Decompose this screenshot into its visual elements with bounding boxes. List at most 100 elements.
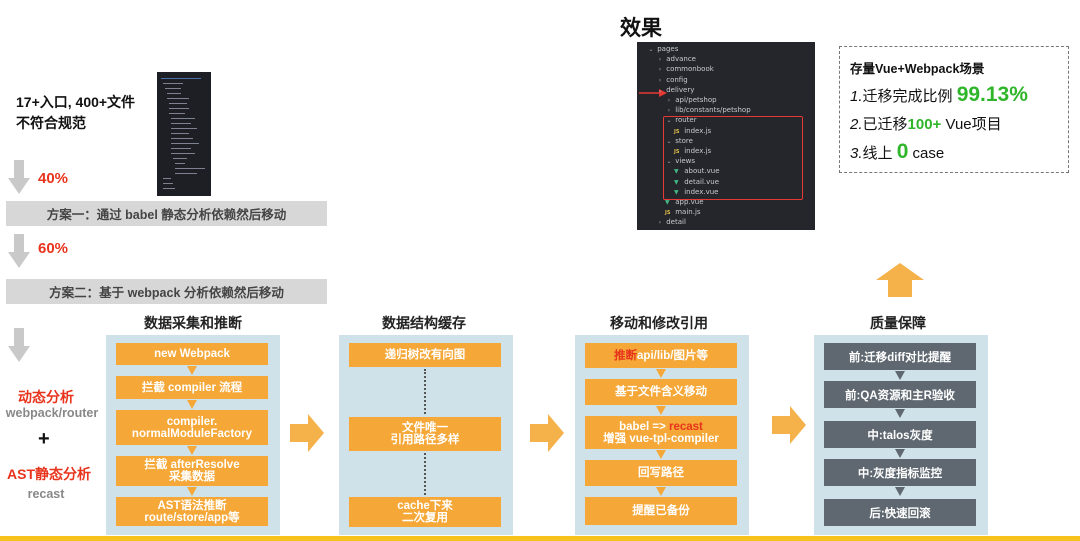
file-tree-label: commonbook: [664, 65, 714, 74]
plus-sign: +: [38, 428, 50, 450]
file-tree-label: about.vue: [682, 167, 720, 176]
file-tree-row[interactable]: ⌄ delivery: [656, 86, 694, 95]
down-arrow-icon: [656, 450, 666, 459]
file-tree-label: index.js: [682, 147, 712, 155]
step-move-by-meaning: 基于文件含义移动: [585, 379, 737, 405]
vue-file-icon: ▼: [665, 199, 670, 206]
dynamic-analysis-sub: webpack/router: [5, 406, 99, 420]
step-qa-acceptance: 前:QA资源和主R验收: [824, 381, 976, 408]
chevron-down-icon: ⌄: [666, 117, 672, 125]
down-arrow-icon: [8, 328, 30, 362]
stat-line-1: 17+入口, 400+文件: [16, 94, 136, 110]
problem-statement: 17+入口, 400+文件 不符合规范: [16, 92, 135, 134]
file-tree-row[interactable]: › detail: [656, 218, 686, 227]
chevron-right-icon: ›: [658, 66, 662, 74]
file-tree-row[interactable]: › lib/constants/petshop: [665, 106, 751, 115]
file-tree-row[interactable]: › commonbook: [656, 65, 714, 74]
file-tree-panel: ⌄ pages› advance› commonbook› config⌄ de…: [637, 42, 815, 230]
file-tree-label: views: [673, 157, 695, 166]
vue-file-icon: ▼: [674, 178, 679, 186]
plan-two-bar: 方案二：基于 webpack 分析依赖然后移动: [6, 279, 327, 304]
bottom-accent-bar: [0, 536, 1080, 541]
file-tree-row[interactable]: ⌄ pages: [647, 45, 678, 54]
plan-one-bar: 方案一：通过 babel 静态分析依赖然后移动: [6, 201, 327, 226]
chevron-right-icon: ›: [658, 56, 662, 64]
step-cache-reuse: cache下来二次复用: [349, 497, 501, 527]
down-arrow-icon: [187, 487, 197, 496]
effect-title: 效果: [620, 17, 662, 40]
file-tree-label: index.vue: [682, 187, 719, 196]
file-tree-row[interactable]: › api/petshop: [665, 96, 717, 105]
step-unique-file: 文件唯一引用路径多样: [349, 417, 501, 451]
file-tree-label: delivery: [664, 85, 695, 94]
file-tree-row[interactable]: JS main.js: [665, 208, 701, 218]
step-rollback: 后:快速回滚: [824, 499, 976, 526]
chevron-right-icon: ›: [658, 76, 662, 84]
file-tree-label: index.js: [682, 126, 712, 135]
chevron-right-icon: ›: [658, 219, 662, 227]
file-tree-row[interactable]: JS index.js: [674, 147, 711, 157]
file-tree-label: router: [673, 116, 697, 125]
down-arrow-icon: [656, 406, 666, 415]
file-tree-row[interactable]: › advance: [656, 55, 696, 64]
highlight-box: [663, 116, 803, 200]
down-arrow-icon: [895, 371, 905, 380]
down-arrow-icon: [187, 446, 197, 455]
file-tree-label: pages: [655, 45, 679, 53]
file-tree-label: store: [673, 136, 693, 145]
right-arrow-icon: [530, 414, 564, 452]
column-title-move-modify: 移动和修改引用: [610, 315, 708, 331]
file-tree-label: config: [664, 75, 688, 84]
panel-quality: 前:迁移diff对比提醒 前:QA资源和主R验收 中:talos灰度 中:灰度指…: [814, 335, 988, 535]
percent-60: 60%: [38, 240, 69, 257]
column-title-quality: 质量保障: [870, 315, 926, 331]
step-talos-gray: 中:talos灰度: [824, 421, 976, 448]
chevron-down-icon: ⌄: [666, 137, 672, 145]
chevron-right-icon: ›: [667, 107, 671, 115]
file-tree-label: advance: [664, 55, 696, 64]
scene-title: 存量Vue+Webpack场景: [850, 62, 985, 76]
vue-file-icon: ▼: [674, 188, 679, 196]
step-recursive-tree: 递归树改有向图: [349, 343, 501, 367]
file-tree-label: detail.vue: [682, 177, 720, 186]
file-tree-label: app.vue: [673, 198, 704, 206]
column-title-cache: 数据结构缓存: [382, 315, 466, 331]
js-file-icon: JS: [665, 210, 671, 217]
down-arrow-icon: [187, 366, 197, 375]
chevron-down-icon: ⌄: [666, 158, 672, 166]
file-tree-row[interactable]: ▼ detail.vue: [674, 178, 719, 187]
js-file-icon: JS: [674, 149, 680, 155]
file-tree-row[interactable]: ▼ app.vue: [665, 198, 704, 207]
scene-line-3: 3.线上 0 case: [850, 140, 945, 163]
panel-data-collection: new Webpack 拦截 compiler 流程 compiler.norm…: [106, 335, 280, 535]
file-tree-row[interactable]: ⌄ store: [665, 136, 693, 146]
chevron-down-icon: ⌄: [657, 86, 663, 94]
step-intercept-compiler: 拦截 compiler 流程: [116, 376, 268, 399]
file-tree-row[interactable]: ▼ index.vue: [674, 188, 719, 197]
file-tree-row[interactable]: ⌄ views: [665, 157, 695, 166]
js-file-icon: JS: [674, 128, 680, 135]
file-tree-row[interactable]: JS index.js: [674, 127, 711, 137]
step-gray-metrics: 中:灰度指标监控: [824, 459, 976, 486]
file-tree-row[interactable]: ⌄ router: [665, 116, 697, 125]
ast-analysis-label: AST静态分析: [7, 466, 91, 482]
file-tree-row[interactable]: › config: [656, 76, 688, 85]
file-tree-label: lib/constants/petshop: [673, 106, 751, 115]
down-arrow-icon: [895, 449, 905, 458]
scene-summary-box: 存量Vue+Webpack场景 1.迁移完成比例 99.13% 2.已迁移100…: [839, 46, 1069, 173]
file-tree-label: detail: [664, 218, 686, 227]
step-backup-reminder: 提醒已备份: [585, 497, 737, 525]
file-tree-label: main.js: [673, 208, 701, 217]
pointer-arrow-icon: [639, 89, 667, 97]
file-tree-row[interactable]: ▼ about.vue: [674, 167, 720, 176]
down-arrow-icon: [656, 369, 666, 378]
step-normal-module-factory: compiler.normalModuleFactory: [116, 410, 268, 445]
right-arrow-icon: [772, 406, 806, 444]
dynamic-analysis-label: 动态分析: [18, 389, 74, 405]
dotted-connector: [424, 369, 426, 414]
